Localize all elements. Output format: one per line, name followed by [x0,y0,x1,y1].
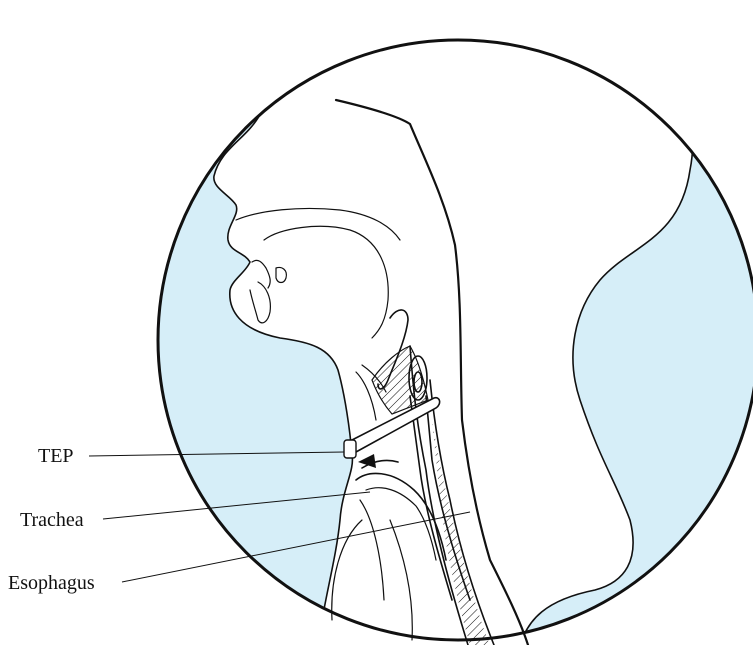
label-esophagus: Esophagus [8,572,95,594]
label-tep: TEP [38,445,74,467]
label-trachea: Trachea [20,509,84,531]
tep-flange [344,440,356,458]
